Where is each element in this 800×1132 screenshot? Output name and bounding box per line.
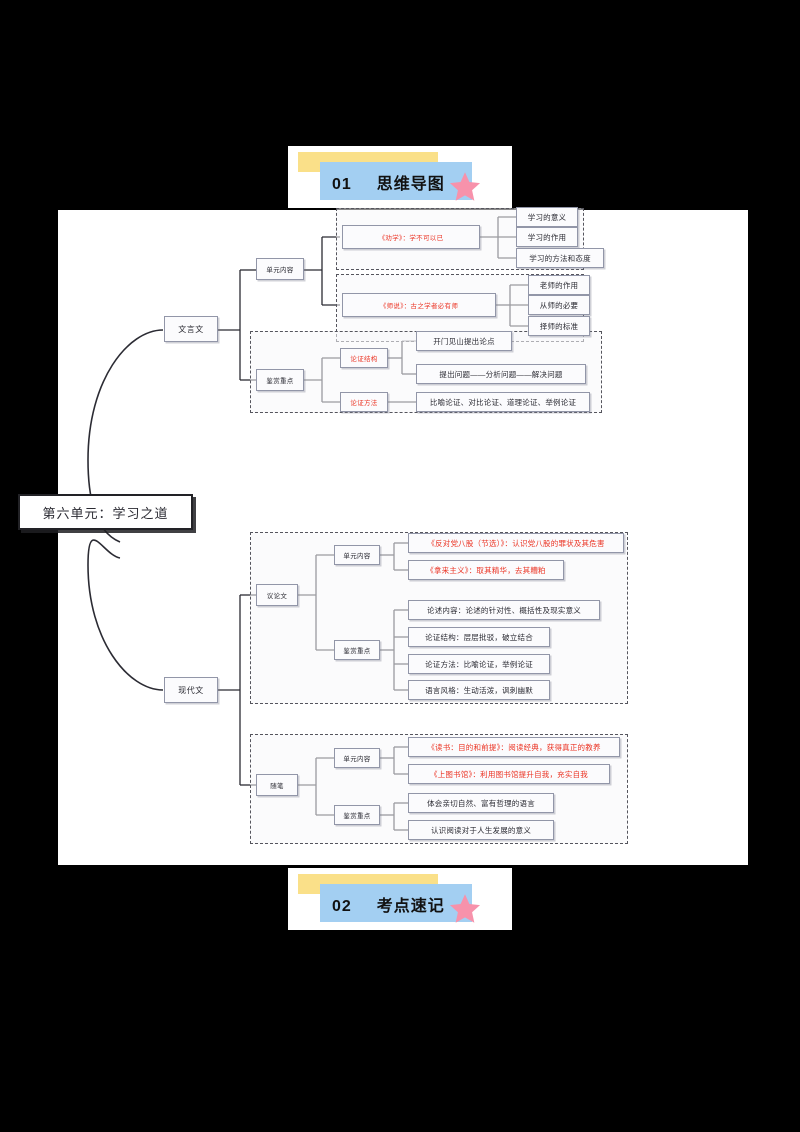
- branch-xiandaiwen[interactable]: 现代文: [164, 677, 218, 703]
- leaf-shangtushuguan-label: 《上图书馆》：利用图书馆提升自我，充实自我: [430, 769, 588, 779]
- banner-blue-band: [320, 162, 472, 200]
- leaf-shishuo-2-label: 从师的必要: [539, 300, 579, 310]
- banner-bottom-number: 02: [332, 898, 352, 915]
- branch-wenyanwen[interactable]: 文言文: [164, 316, 218, 342]
- leaf-yilunwen-ap-4-label: 语言风格：生动活泼，讽刺幽默: [425, 685, 533, 695]
- leaf-lunzheng-fangfa-1-label: 比喻论证、对比论证、道理论证、举例论证: [429, 397, 577, 407]
- topic-shishuo-label: 《师说》：古之学者必有师: [379, 303, 459, 310]
- banner-blue-band: [320, 884, 472, 922]
- section-suibi-appreciation-label: 鉴赏重点: [343, 813, 371, 820]
- leaf-lunzheng-fangfa-1[interactable]: 比喻论证、对比论证、道理论证、举例论证: [416, 392, 590, 412]
- section-suibi-unit-content[interactable]: 单元内容: [334, 748, 380, 768]
- leaf-suibi-ap-1[interactable]: 体会亲切自然、富有哲理的语言: [408, 793, 554, 813]
- leaf-quanxue-3[interactable]: 学习的方法和态度: [516, 248, 604, 268]
- topic-quanxue[interactable]: 《劝学》：学不可以已: [342, 225, 480, 249]
- leaf-nalaizhuyi[interactable]: 《拿来主义》：取其精华，去其糟粕: [408, 560, 564, 580]
- group-suibi[interactable]: 随笔: [256, 774, 298, 796]
- leaf-yilunwen-ap-3-label: 论证方法：比喻论证，举例论证: [425, 659, 533, 669]
- leaf-suibi-ap-1-label: 体会亲切自然、富有哲理的语言: [427, 798, 535, 808]
- group-wenyanwen-appreciation-label: 鉴赏重点: [266, 378, 294, 385]
- banner-bottom-title: 考点速记: [376, 898, 445, 915]
- group-yilunwen[interactable]: 议论文: [256, 584, 298, 606]
- subgroup-lunzheng-fangfa-label: 论证方法: [350, 400, 378, 407]
- mindmap-canvas: 第六单元：学习之道 文言文 单元内容 《劝学》：学不可以已 学习的意义 学习的作…: [18, 207, 748, 865]
- leaf-quanxue-1-label: 学习的意义: [527, 212, 567, 222]
- section-yilunwen-appreciation-label: 鉴赏重点: [343, 648, 371, 655]
- branch-xiandaiwen-label: 现代文: [178, 685, 204, 695]
- group-suibi-label: 随笔: [270, 783, 284, 790]
- group-wenyanwen-appreciation[interactable]: 鉴赏重点: [256, 369, 304, 391]
- leaf-yilunwen-ap-1[interactable]: 论述内容：论述的针对性、概括性及现实意义: [408, 600, 600, 620]
- subgroup-lunzheng-jiegou-label: 论证结构: [350, 356, 378, 363]
- leaf-lunzheng-jiegou-1-label: 开门见山提出论点: [433, 336, 495, 346]
- leaf-dushu[interactable]: 《读书：目的和前提》：阅读经典，获得真正的教养: [408, 737, 620, 757]
- banner-top-title: 思维导图: [376, 176, 445, 193]
- leaf-shishuo-1[interactable]: 老师的作用: [528, 275, 590, 295]
- leaf-yilunwen-ap-4[interactable]: 语言风格：生动活泼，讽刺幽默: [408, 680, 550, 700]
- leaf-yilunwen-ap-3[interactable]: 论证方法：比喻论证，举例论证: [408, 654, 550, 674]
- leaf-lunzheng-jiegou-1[interactable]: 开门见山提出论点: [416, 331, 512, 351]
- section-yilunwen-appreciation[interactable]: 鉴赏重点: [334, 640, 380, 660]
- subgroup-lunzheng-jiegou[interactable]: 论证结构: [340, 348, 388, 368]
- star-icon: [449, 894, 481, 923]
- leaf-nalaizhuyi-label: 《拿来主义》：取其精华，去其糟粕: [426, 565, 546, 575]
- leaf-shishuo-3-label: 择师的标准: [539, 321, 579, 331]
- banner-bottom-label: 02 考点速记: [332, 892, 445, 916]
- star-icon: [449, 172, 481, 201]
- leaf-quanxue-2-label: 学习的作用: [527, 232, 567, 242]
- leaf-lunzheng-jiegou-2-label: 提出问题——分析问题——解决问题: [439, 369, 563, 379]
- leaf-shishuo-2[interactable]: 从师的必要: [528, 295, 590, 315]
- root-node[interactable]: 第六单元：学习之道: [18, 494, 193, 530]
- branch-wenyanwen-label: 文言文: [178, 324, 204, 334]
- topic-quanxue-label: 《劝学》：学不可以已: [378, 235, 444, 242]
- leaf-quanxue-1[interactable]: 学习的意义: [516, 207, 578, 227]
- leaf-suibi-ap-2-label: 认识阅读对于人生发展的意义: [430, 825, 532, 835]
- section-suibi-unit-content-label: 单元内容: [343, 756, 371, 763]
- banner-top-number: 01: [332, 176, 352, 193]
- leaf-yilunwen-ap-1-label: 论述内容：论述的针对性、概括性及现实意义: [427, 605, 581, 615]
- banner-top-label: 01 思维导图: [332, 170, 445, 194]
- subgroup-lunzheng-fangfa[interactable]: 论证方法: [340, 392, 388, 412]
- group-yilunwen-label: 议论文: [266, 593, 288, 600]
- group-wenyanwen-unit-content[interactable]: 单元内容: [256, 258, 304, 280]
- leaf-fanduidangbagu[interactable]: 《反对党八股（节选）》：认识党八股的罪状及其危害: [408, 533, 624, 553]
- leaf-yilunwen-ap-2[interactable]: 论证结构：层层批驳，破立结合: [408, 627, 550, 647]
- leaf-suibi-ap-2[interactable]: 认识阅读对于人生发展的意义: [408, 820, 554, 840]
- root-node-label: 第六单元：学习之道: [42, 505, 169, 521]
- banner-exam-points: 02 考点速记: [288, 868, 512, 930]
- leaf-shishuo-1-label: 老师的作用: [539, 280, 579, 290]
- section-yilunwen-unit-content-label: 单元内容: [343, 553, 371, 560]
- topic-shishuo[interactable]: 《师说》：古之学者必有师: [342, 293, 496, 317]
- section-suibi-appreciation[interactable]: 鉴赏重点: [334, 805, 380, 825]
- leaf-dushu-label: 《读书：目的和前提》：阅读经典，获得真正的教养: [427, 742, 601, 752]
- leaf-shishuo-3[interactable]: 择师的标准: [528, 316, 590, 336]
- banner-thinking-map: 01 思维导图: [288, 146, 512, 208]
- leaf-shangtushuguan[interactable]: 《上图书馆》：利用图书馆提升自我，充实自我: [408, 764, 610, 784]
- section-yilunwen-unit-content[interactable]: 单元内容: [334, 545, 380, 565]
- leaf-quanxue-2[interactable]: 学习的作用: [516, 227, 578, 247]
- leaf-quanxue-3-label: 学习的方法和态度: [529, 253, 591, 263]
- group-wenyanwen-unit-content-label: 单元内容: [266, 267, 294, 274]
- leaf-yilunwen-ap-2-label: 论证结构：层层批驳，破立结合: [425, 632, 533, 642]
- leaf-fanduidangbagu-label: 《反对党八股（节选）》：认识党八股的罪状及其危害: [427, 538, 605, 548]
- leaf-lunzheng-jiegou-2[interactable]: 提出问题——分析问题——解决问题: [416, 364, 586, 384]
